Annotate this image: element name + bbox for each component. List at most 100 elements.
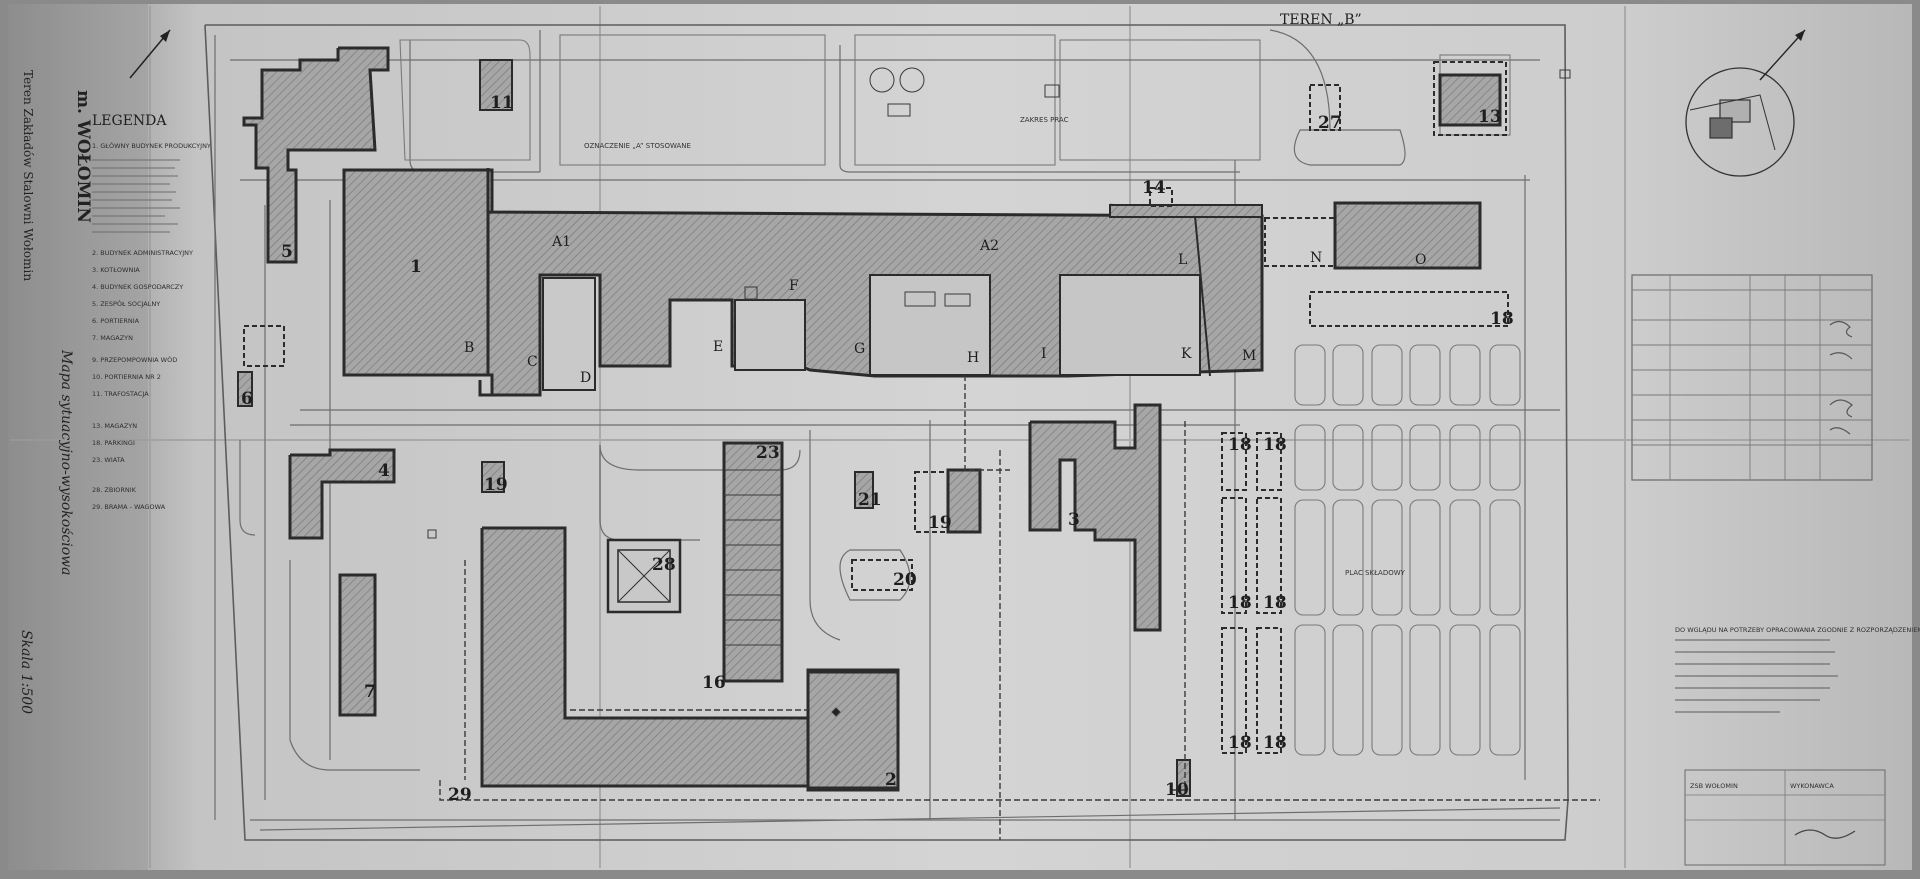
legend-item: 11. TRAFOSTACJA <box>92 390 149 398</box>
section-letter: F <box>789 278 799 294</box>
plan-scale: Skala 1:500 <box>18 630 34 714</box>
building-number: 4 <box>378 461 390 481</box>
legend: LEGENDA 1. GŁÓWNY BUDYNEK PRODUKCYJNY 2.… <box>92 113 211 511</box>
building-number: 11 <box>490 93 514 113</box>
building-number: 19 <box>928 513 952 533</box>
building-number: 18 <box>1263 435 1287 455</box>
building-number: 18 <box>1263 593 1287 613</box>
building-numbers: 1 2 3 4 5 6 7 10 11 13 14 16 18 18 18 18… <box>241 93 1514 805</box>
city-title: m. WOŁOMIN <box>73 90 93 223</box>
plac-skladowy-label: PLAC SKŁADOWY <box>1345 569 1406 577</box>
section-letter: B <box>464 340 474 356</box>
building-2 <box>480 526 900 792</box>
section-letter: N <box>1310 250 1322 266</box>
building-14 <box>1149 187 1173 207</box>
section-letter: K <box>1181 346 1192 362</box>
building-number: 19 <box>484 475 508 495</box>
legend-item: 28. ZBIORNIK <box>92 486 137 494</box>
building-number: 1 <box>410 257 422 277</box>
building-number: 5 <box>281 242 293 262</box>
legend-item: 7. MAGAZYN <box>92 334 133 342</box>
section-letter: A2 <box>979 238 999 254</box>
location-map <box>1685 67 1795 177</box>
building-number: 18 <box>1490 309 1514 329</box>
legend-item: 2. BUDYNEK ADMINISTRACYJNY <box>92 249 193 257</box>
plan-title: Mapa sytuacyjno-wysokościowa <box>58 349 74 575</box>
section-letter: C <box>527 354 538 370</box>
handwritten-note-lines <box>1675 639 1838 713</box>
stamp-right-label: WYKONAWCA <box>1790 782 1834 790</box>
legend-item: 9. PRZEPOMPOWNIA WÓD <box>92 355 177 364</box>
legend-item: 10. PORTIERNIA NR 2 <box>92 373 161 381</box>
section-letter: D <box>580 370 591 386</box>
building-o <box>1264 201 1482 270</box>
building-number: 18 <box>1228 593 1252 613</box>
section-letter: I <box>1041 346 1047 362</box>
parking-grid <box>1221 344 1521 756</box>
section-letter: L <box>1178 252 1187 268</box>
building-number: 29 <box>448 785 472 805</box>
building-number: 18 <box>1228 733 1252 753</box>
legend-item: 18. PARKINGI <box>92 439 135 447</box>
building-19 <box>914 468 982 534</box>
interior-details <box>427 67 1571 717</box>
building-number: 14 <box>1142 178 1166 198</box>
building-number: 10 <box>1165 780 1189 800</box>
north-arrow-right-icon <box>1759 29 1806 81</box>
building-6-annex <box>243 325 285 367</box>
building-13 <box>1438 73 1502 127</box>
building-11 <box>479 59 513 111</box>
building-18-strip <box>1309 291 1509 327</box>
building-number: 28 <box>652 555 676 575</box>
building-number: 7 <box>364 682 376 702</box>
building-20 <box>851 559 913 591</box>
section-letter: H <box>967 350 979 366</box>
section-letters: A1 A2 B C D E F G H I K L M N O <box>464 234 1426 386</box>
title-block: m. WOŁOMIN Teren Zakładów Stalowni Wołom… <box>18 70 93 714</box>
building-6 <box>237 371 253 407</box>
building-number: 20 <box>893 570 917 590</box>
legend-item: 13. MAGAZYN <box>92 422 137 430</box>
building-3 <box>1028 403 1162 632</box>
building-7 <box>338 573 377 717</box>
note-text: DO WGLĄDU NA POTRZEBY OPRACOWANIA ZGODNI… <box>1675 626 1920 634</box>
building-number: 18 <box>1263 733 1287 753</box>
building-number: 18 <box>1228 435 1252 455</box>
section-letter: A1 <box>551 234 571 250</box>
section-letter: O <box>1415 252 1426 268</box>
building-number: 13 <box>1478 107 1502 127</box>
legend-item: 1. GŁÓWNY BUDYNEK PRODUKCYJNY <box>92 141 211 150</box>
section-letter: G <box>854 341 865 357</box>
building-28-tank <box>606 538 682 614</box>
teren-b-label: TEREN „B” <box>1280 12 1362 28</box>
legend-item: 29. BRAMA - WAGOWA <box>92 503 166 511</box>
legend-item: 6. PORTIERNIA <box>92 317 140 325</box>
north-arrow-icon <box>129 29 171 79</box>
stamp-left-label: ZSB WOŁOMIN <box>1690 782 1738 790</box>
building-number: 3 <box>1068 510 1080 530</box>
area-name: Teren Zakładów Stalowni Wołomin <box>21 70 35 281</box>
legend-item: 23. WIATA <box>92 456 125 464</box>
legend-item: 5. ZESPÓŁ SOCJALNY <box>92 299 160 308</box>
building-number: 16 <box>702 673 726 693</box>
building-21 <box>854 471 874 509</box>
zakres-prac-label: ZAKRES PRAC <box>1020 116 1069 124</box>
building-number: 6 <box>241 389 253 409</box>
revision-table <box>1631 274 1873 481</box>
legend-heading: LEGENDA <box>92 113 167 129</box>
building-number: 2 <box>885 770 897 790</box>
oznaczenie-label: OZNACZENIE „A” STOSOWANE <box>584 142 691 150</box>
legend-item: 4. BUDYNEK GOSPODARCZY <box>92 283 183 291</box>
section-letter: E <box>713 339 723 355</box>
stamp-block: ZSB WOŁOMIN WYKONAWCA <box>1684 769 1886 866</box>
utility-lines <box>439 375 1600 840</box>
building-10 <box>1176 759 1191 797</box>
building-27 <box>1309 84 1341 131</box>
section-letter: M <box>1242 348 1256 364</box>
building-23 <box>722 441 784 683</box>
legend-item: 3. KOTŁOWNIA <box>92 266 140 274</box>
building-number: 21 <box>858 490 882 510</box>
building-5 <box>242 46 390 264</box>
